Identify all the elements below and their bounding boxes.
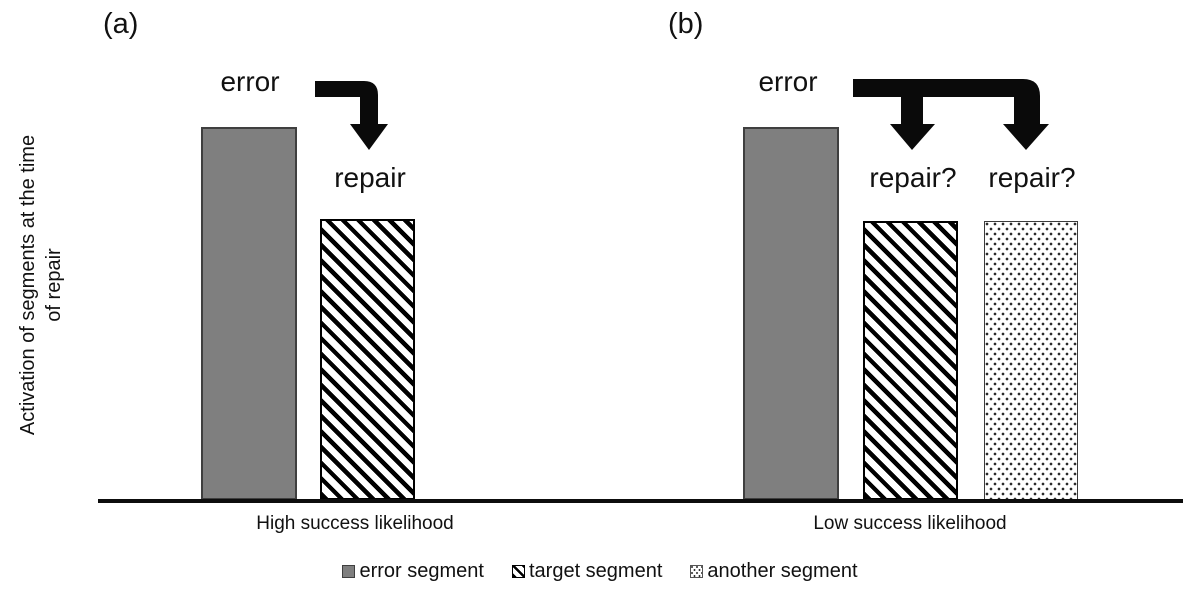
y-axis-label-line2: of repair bbox=[43, 248, 65, 322]
error-annotation-a: error bbox=[220, 66, 280, 97]
legend-item-target-segment: target segment bbox=[511, 560, 663, 583]
error-segment-swatch-icon bbox=[342, 565, 356, 578]
legend-item-error-segment: error segment bbox=[342, 560, 484, 583]
bar-a-error-segment bbox=[201, 127, 297, 500]
legend: error segment target segment another seg… bbox=[0, 560, 1200, 583]
bar-b-target-segment bbox=[863, 221, 958, 500]
bar-b-another-segment bbox=[984, 221, 1078, 500]
legend-label-another-segment: another segment bbox=[707, 560, 858, 582]
y-axis-label: Activation of segments at the time of re… bbox=[15, 65, 69, 505]
another-segment-swatch-icon bbox=[690, 565, 704, 578]
x-axis-label-low: Low success likelihood bbox=[813, 513, 1007, 534]
x-axis-line bbox=[98, 499, 1183, 503]
legend-label-error-segment: error segment bbox=[359, 560, 484, 582]
error-annotation-b: error bbox=[758, 66, 818, 97]
repair-annotation-a: repair bbox=[334, 162, 406, 193]
repair-annotation-b2: repair? bbox=[988, 162, 1076, 193]
target-segment-swatch-icon bbox=[511, 565, 525, 578]
bent-arrow-icon bbox=[315, 81, 388, 150]
panel-label-a: (a) bbox=[103, 8, 139, 40]
legend-label-target-segment: target segment bbox=[528, 560, 663, 582]
bar-b-error-segment bbox=[743, 127, 839, 500]
y-axis-label-line1: Activation of segments at the time bbox=[17, 134, 39, 436]
x-axis-label-high: High success likelihood bbox=[256, 513, 454, 534]
bar-a-target-segment bbox=[320, 219, 415, 500]
forked-double-arrow-icon bbox=[853, 79, 1049, 150]
repair-annotation-b1: repair? bbox=[869, 162, 957, 193]
legend-item-another-segment: another segment bbox=[690, 560, 858, 583]
panel-label-b: (b) bbox=[668, 8, 704, 40]
